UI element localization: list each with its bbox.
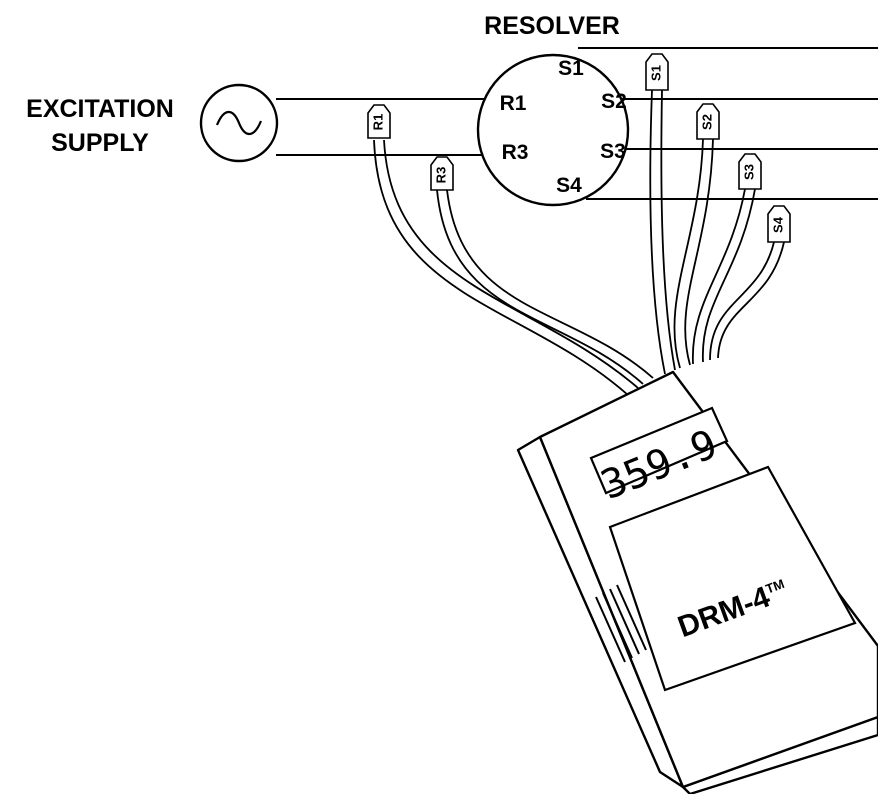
wire-tag-r1: R1 [367, 104, 391, 139]
ac-source-icon [199, 83, 279, 163]
supply-label-line2: SUPPLY [51, 129, 149, 157]
supply-wires [276, 98, 490, 156]
svg-text:R1: R1 [370, 114, 385, 131]
wire-tag-s2: S2 [696, 103, 720, 140]
wire-tag-s3: S3 [738, 153, 762, 190]
signal-bus-lines [578, 47, 878, 200]
grip-ridges [595, 584, 647, 663]
test-lead-cables [373, 89, 785, 396]
wire-tag-s1: S1 [645, 53, 669, 91]
svg-text:S1: S1 [648, 65, 663, 81]
device-face-panel [608, 465, 857, 692]
resolver-body [476, 53, 630, 207]
svg-text:S2: S2 [699, 114, 714, 130]
resolver-pin-s2: S2 [601, 90, 627, 113]
resolver-pin-s4: S4 [556, 174, 582, 197]
svg-text:R3: R3 [433, 167, 448, 184]
device-display [589, 406, 729, 495]
svg-text:S3: S3 [741, 164, 756, 180]
resolver-pin-s3: S3 [600, 140, 626, 163]
resolver-pin-r1: R1 [500, 92, 527, 115]
supply-label-line1: EXCITATION [26, 95, 174, 123]
wire-tag-s4: S4 [767, 205, 791, 243]
resolver-pin-s1: S1 [558, 57, 584, 80]
resolver-title: RESOLVER [484, 12, 620, 40]
svg-text:S4: S4 [770, 216, 785, 233]
drm-4-device: 359.9 DRM-4TM [516, 370, 878, 794]
resolver-pin-r3: R3 [502, 141, 529, 164]
wire-tag-r3: R3 [430, 156, 454, 191]
